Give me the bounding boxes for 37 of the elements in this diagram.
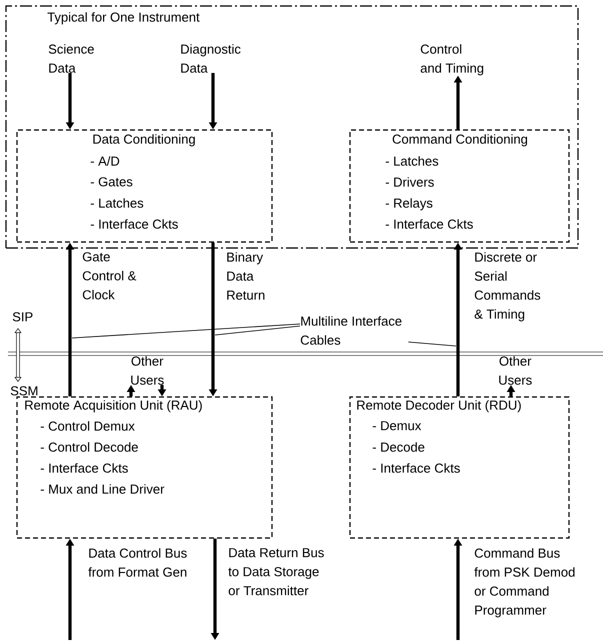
list-item: - Interface Ckts <box>90 219 178 229</box>
list-item: - Control Demux <box>40 421 135 431</box>
list-item: - Gates <box>90 177 132 186</box>
list-item: - Latches <box>90 198 144 208</box>
list-item: - Relays <box>386 198 432 210</box>
side-label: SSM <box>10 386 38 396</box>
text-label: Diagnostic Data <box>181 44 241 73</box>
leader-line <box>408 342 456 346</box>
box-heading: Data Conditioning <box>93 134 195 146</box>
text-label: Science Data <box>48 44 94 73</box>
side-label: SIP <box>12 312 32 322</box>
text-label: Control and Timing <box>420 44 484 76</box>
list-item: - Interface Ckts <box>40 463 128 473</box>
edge-label: Command Bus from PSK Demod or Command Programmer <box>474 548 574 618</box>
edge-label: Gate Control & Clock <box>82 252 136 300</box>
list-item: - Interface Ckts <box>372 463 460 473</box>
list-item: - Interface Ckts <box>386 219 473 229</box>
text-label: Multiline Interface Cables <box>300 316 402 345</box>
leader-line <box>72 324 300 338</box>
edge-label: Discrete or Serial Commands & Timing <box>474 252 540 322</box>
text-label: Other Users <box>499 356 532 385</box>
box-heading: Remote Decoder Unit (RDU) <box>357 400 521 412</box>
edge-label: Data Return Bus to Data Storage or Transmitter <box>228 548 324 596</box>
box-heading: Command Conditioning <box>392 134 528 146</box>
list-item: - Decode <box>372 442 424 452</box>
text-label: Other Users <box>131 356 164 385</box>
list-item: - Control Decode <box>40 442 138 452</box>
list-item: - Mux and Line Driver <box>40 484 164 494</box>
list-item: - A/D <box>90 156 120 166</box>
box-heading: Remote Acquisition Unit (RAU) <box>25 400 202 412</box>
box-heading: Typical for One Instrument <box>48 12 200 24</box>
list-item: - Demux <box>372 421 422 430</box>
edge-label: Data Control Bus from Format Gen <box>88 548 187 577</box>
leader-line <box>214 326 300 336</box>
list-item: - Drivers <box>386 177 434 187</box>
edge-label: Binary Data Return <box>227 252 264 300</box>
list-item: - Latches <box>386 156 438 166</box>
